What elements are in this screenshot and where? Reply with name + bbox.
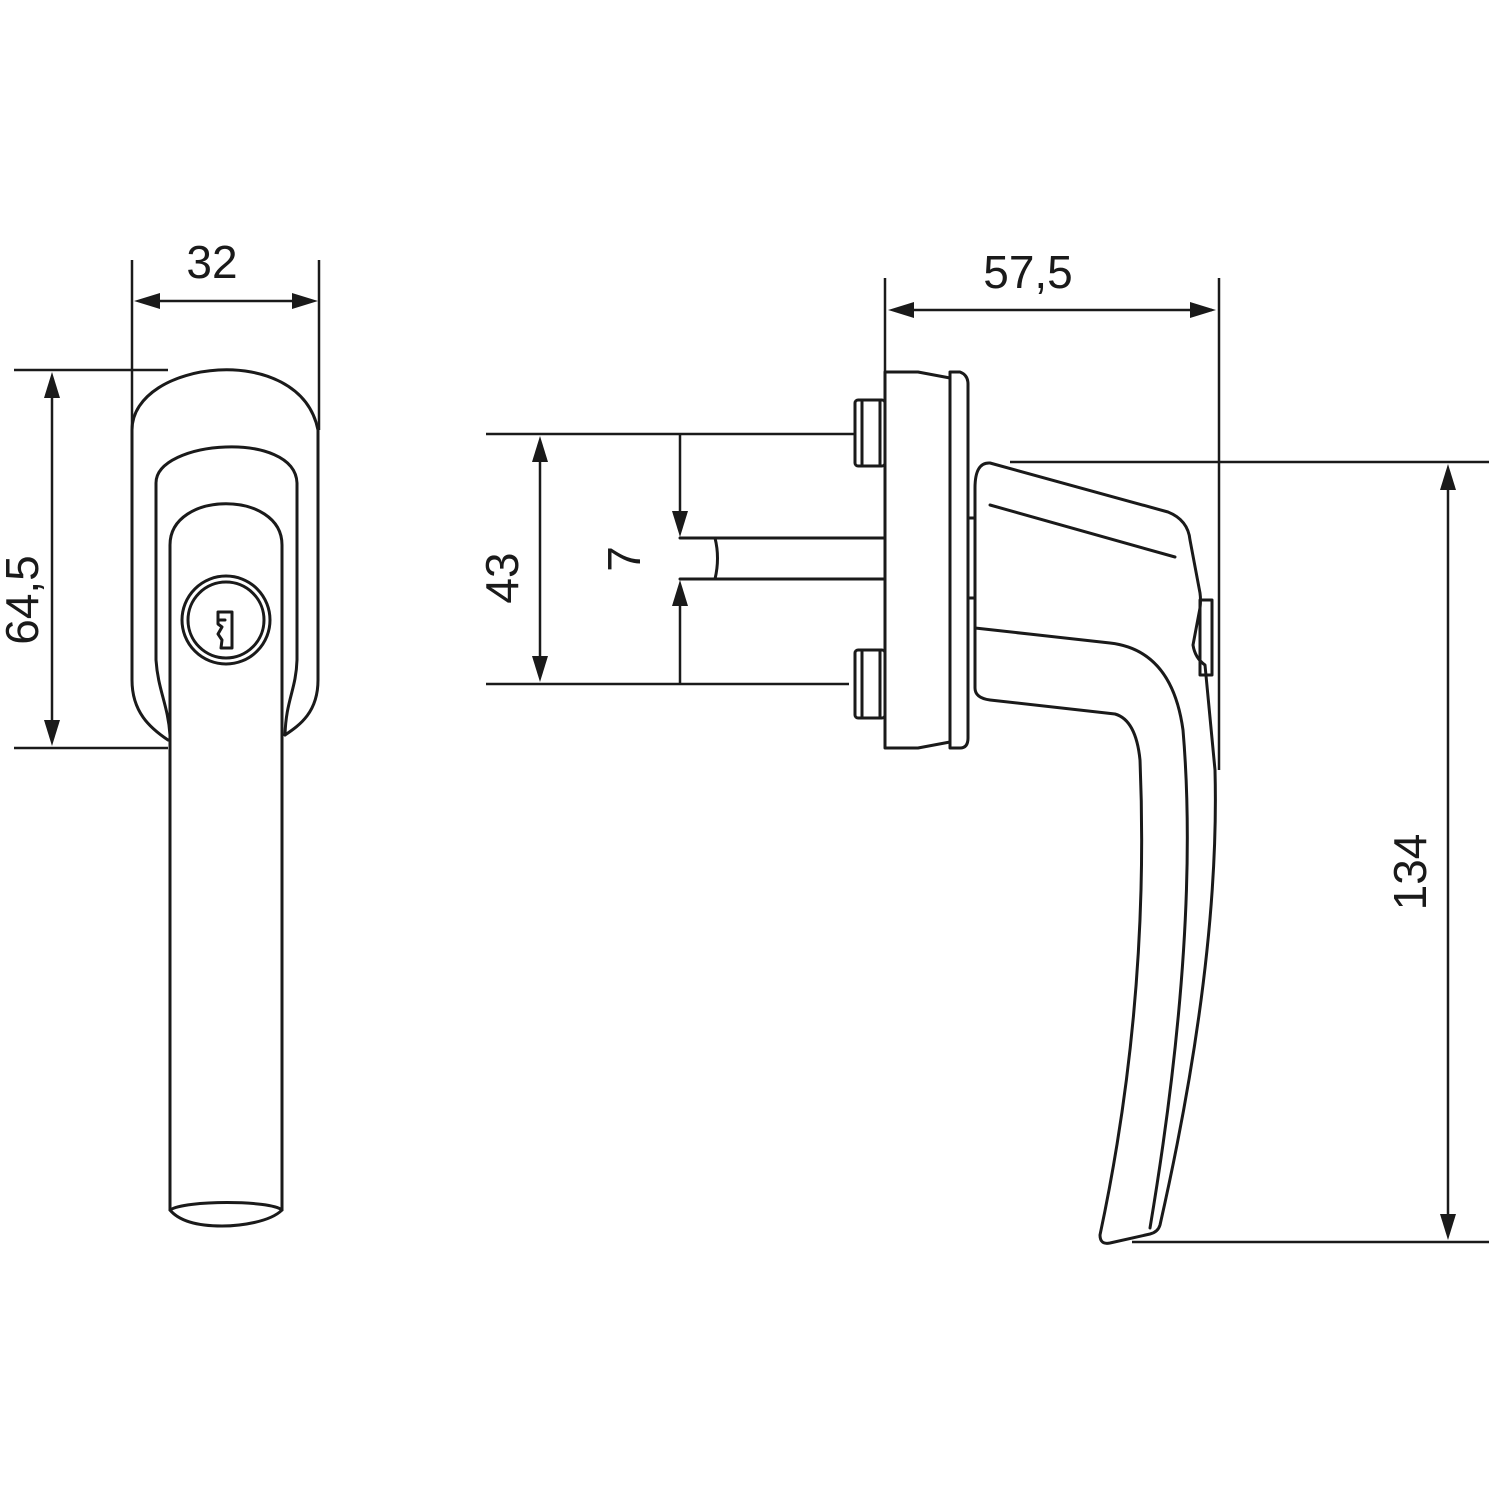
rosette-inner-outline [154, 445, 299, 737]
arrow-up-icon [532, 436, 548, 462]
dim-label-total-height: 134 [1384, 834, 1436, 911]
lever-highlight [988, 503, 1177, 559]
handle-end [168, 1201, 284, 1228]
dim-label-spindle: 7 [598, 546, 650, 572]
arrow-down-icon [672, 511, 688, 537]
arrow-right-icon [292, 293, 318, 309]
dim-label-screw-spacing: 43 [476, 552, 528, 603]
dim-label-projection: 57,5 [983, 246, 1073, 298]
arrow-up-icon [44, 372, 60, 398]
front-view: 32 64,5 [0, 236, 321, 1228]
arrow-left-icon [134, 293, 160, 309]
release-button [1198, 598, 1214, 677]
arrow-down-icon [532, 656, 548, 682]
dim-label-width: 32 [186, 236, 237, 288]
arrow-left-icon [888, 302, 914, 318]
arrow-down-icon [1440, 1214, 1456, 1240]
dim-label-rosette-height: 64,5 [0, 555, 48, 645]
spindle [678, 536, 887, 581]
lever-inner-line [973, 626, 1189, 1230]
lock-cylinder-inner [186, 580, 266, 660]
base-plate [883, 370, 952, 750]
arrow-up-icon [1440, 464, 1456, 490]
lever-head [973, 461, 1217, 1245]
handle-neck [168, 502, 284, 1212]
keyhole-icon [216, 610, 234, 650]
lock-cylinder-outer [180, 574, 272, 666]
rosette-cover [948, 370, 970, 750]
arrow-up-icon [672, 580, 688, 606]
arrow-down-icon [44, 720, 60, 746]
arrow-right-icon [1190, 302, 1216, 318]
side-view: 57,5 43 7 134 [476, 246, 1489, 1245]
rosette-outline [130, 368, 320, 742]
